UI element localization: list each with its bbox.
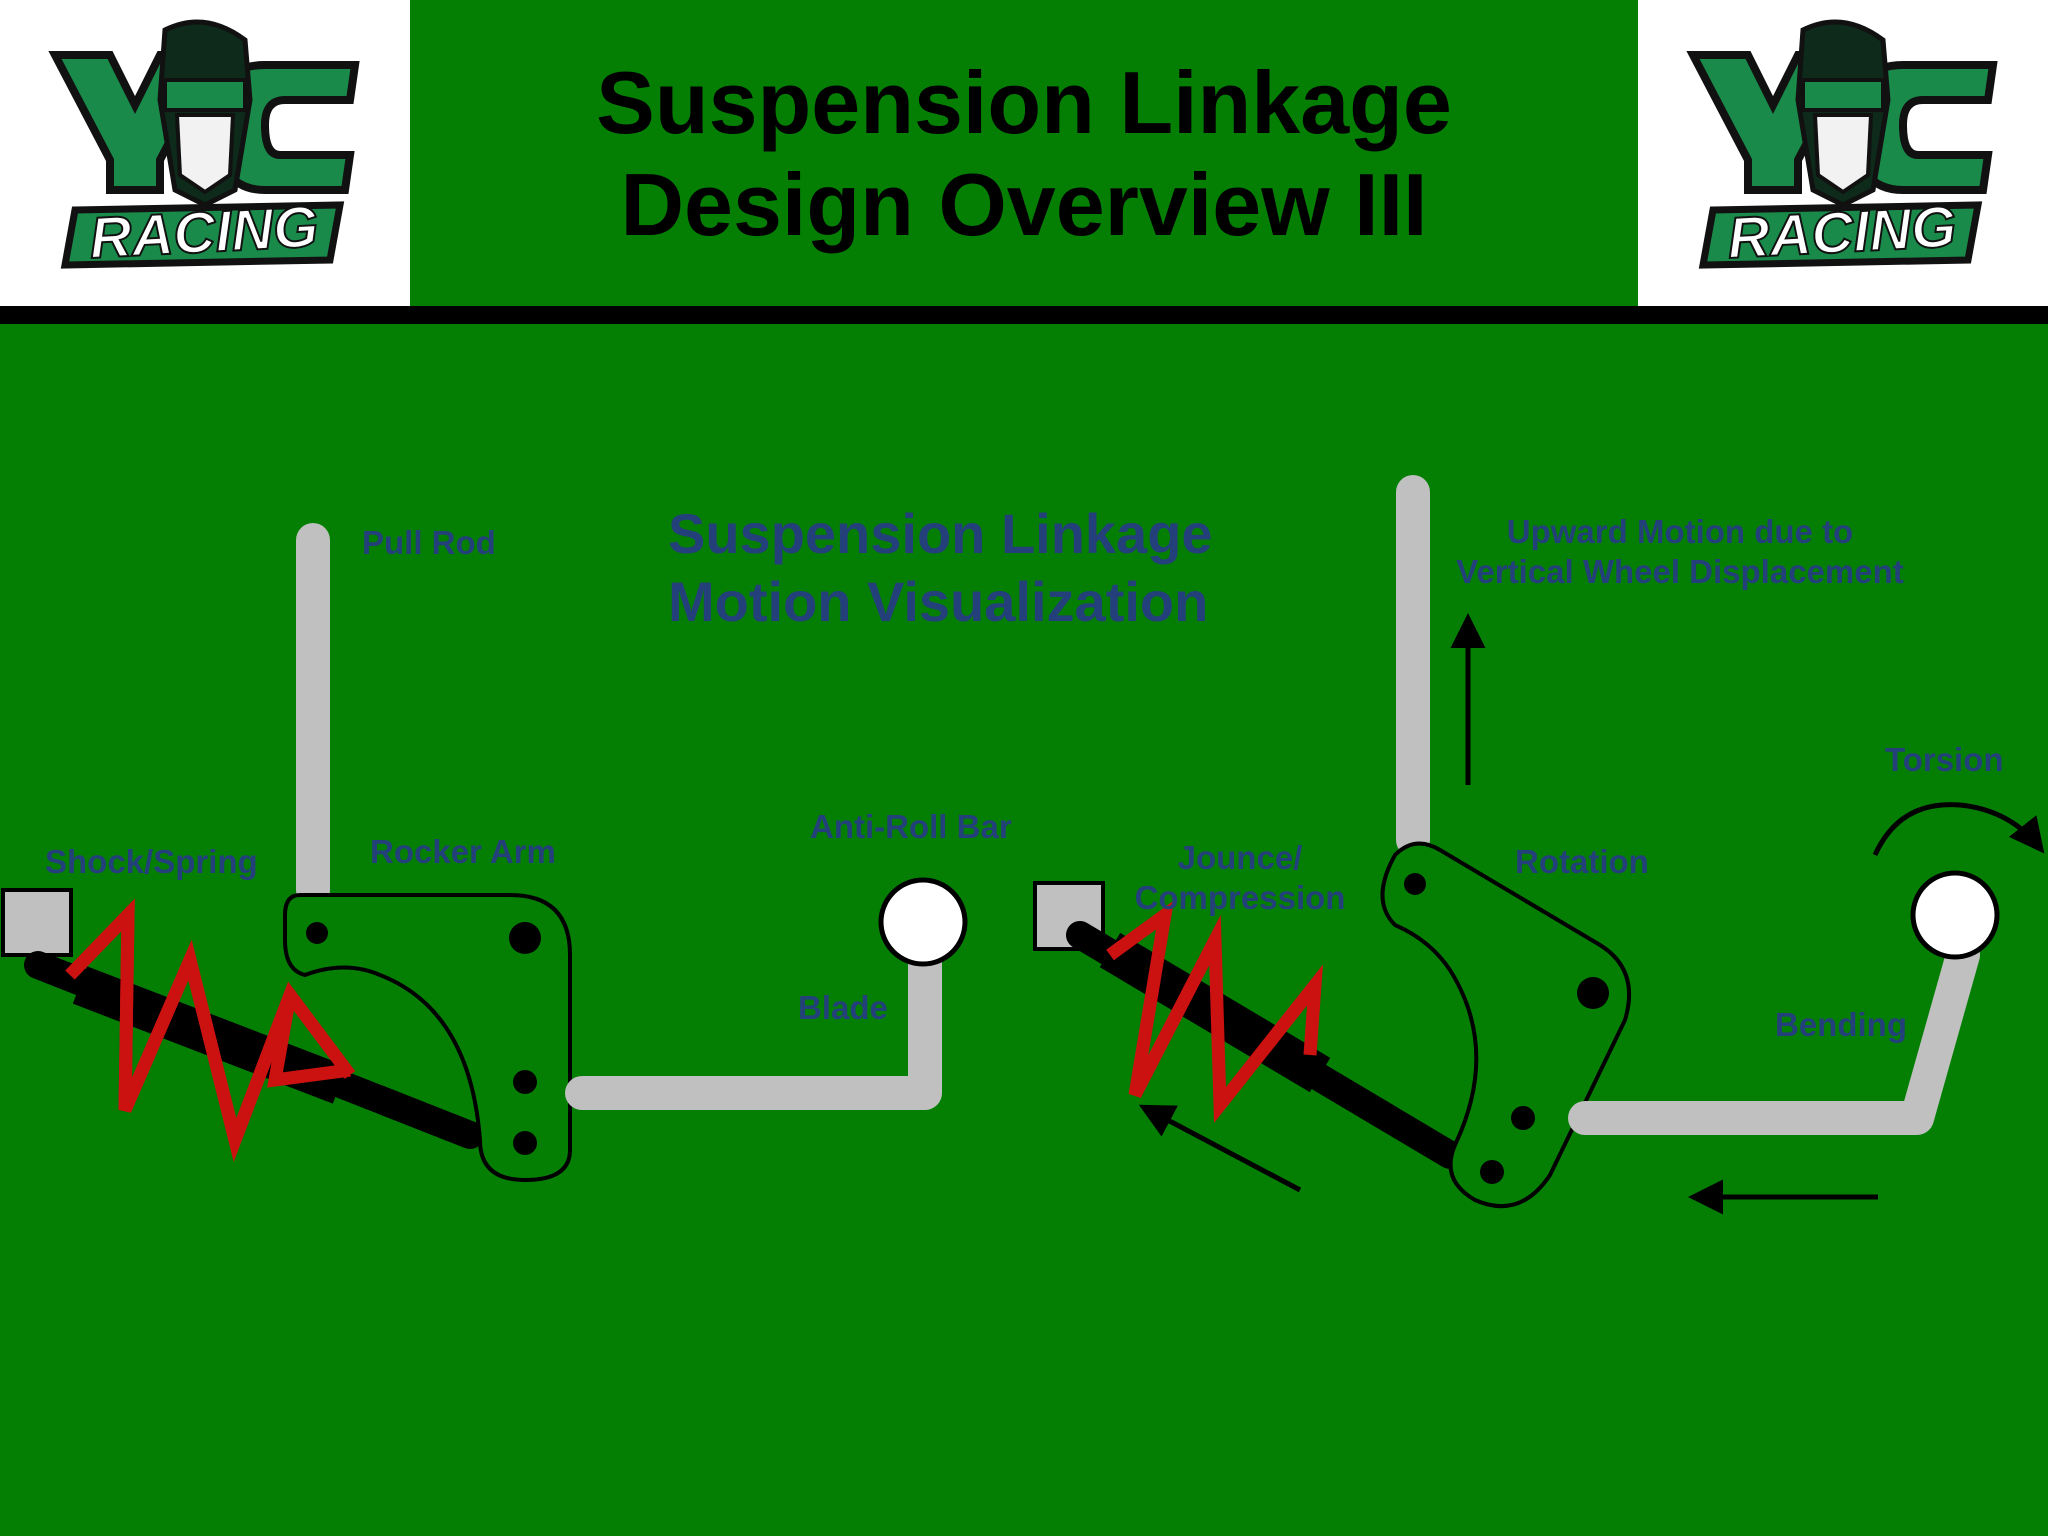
label-jounce-line-2: Compression	[1134, 879, 1346, 916]
rocker-pivot-right-3	[1511, 1106, 1535, 1130]
rocker-pivot-left-1	[306, 922, 328, 944]
logo-racing-text-left: RACING	[88, 194, 320, 271]
spring-right	[1106, 900, 1323, 1123]
anti-roll-bar-right	[1910, 870, 2000, 960]
anti-roll-blade-right	[1568, 938, 1980, 1135]
rocker-arm-left	[283, 893, 572, 1183]
slide-header: RACING Suspension Linkage Design Overvie…	[0, 0, 2048, 306]
label-upward-motion-line-1: Upward Motion due to	[1506, 513, 1854, 550]
anti-roll-blade-left	[565, 908, 942, 1110]
label-shock-spring: Shock/Spring	[45, 843, 258, 880]
subtitle-line-1: Suspension Linkage	[668, 502, 1213, 565]
subtitle-line-2: Motion Visualization	[668, 570, 1209, 633]
logo-racing-text-right: RACING	[1726, 194, 1958, 271]
label-upward-motion: Upward Motion due to Vertical Wheel Disp…	[1445, 512, 1915, 592]
team-logo-right: RACING	[1638, 0, 2048, 306]
label-pull-rod: Pull Rod	[362, 524, 496, 561]
rocker-pivot-left-4	[513, 1131, 537, 1155]
label-torsion: Torsion	[1885, 741, 2004, 778]
label-blade: Blade	[798, 989, 888, 1026]
label-rocker-arm: Rocker Arm	[370, 833, 556, 870]
label-jounce-line-1: Jounce/	[1177, 839, 1303, 876]
shock-mount-left	[1, 888, 73, 957]
rocker-pivot-left-3	[513, 1070, 537, 1094]
rocker-pivot-right-4	[1480, 1160, 1504, 1184]
header-divider	[0, 306, 2048, 324]
slide-title: Suspension Linkage Design Overview III	[410, 52, 1638, 256]
rocker-pivot-left-2	[509, 922, 541, 954]
team-logo-left: RACING	[0, 0, 410, 306]
torsion-arrow	[1872, 802, 2045, 857]
compression-arrow	[1138, 1104, 1302, 1193]
label-upward-motion-line-2: Vertical Wheel Displacement	[1456, 553, 1904, 590]
rocker-pivot-right-2	[1577, 977, 1609, 1009]
rocker-pivot-right-1	[1404, 873, 1426, 895]
anti-roll-bar-left	[878, 877, 968, 967]
label-jounce: Jounce/ Compression	[1130, 838, 1350, 918]
label-bending: Bending	[1775, 1006, 1907, 1043]
label-rotation: Rotation	[1515, 843, 1649, 880]
diagram-subtitle: Suspension Linkage Motion Visualization	[668, 500, 1213, 636]
label-anti-roll-bar: Anti-Roll Bar	[810, 808, 1012, 845]
title-line-2: Design Overview III	[620, 155, 1428, 254]
title-line-1: Suspension Linkage	[596, 53, 1452, 152]
rocker-arm-right	[1380, 841, 1632, 1209]
